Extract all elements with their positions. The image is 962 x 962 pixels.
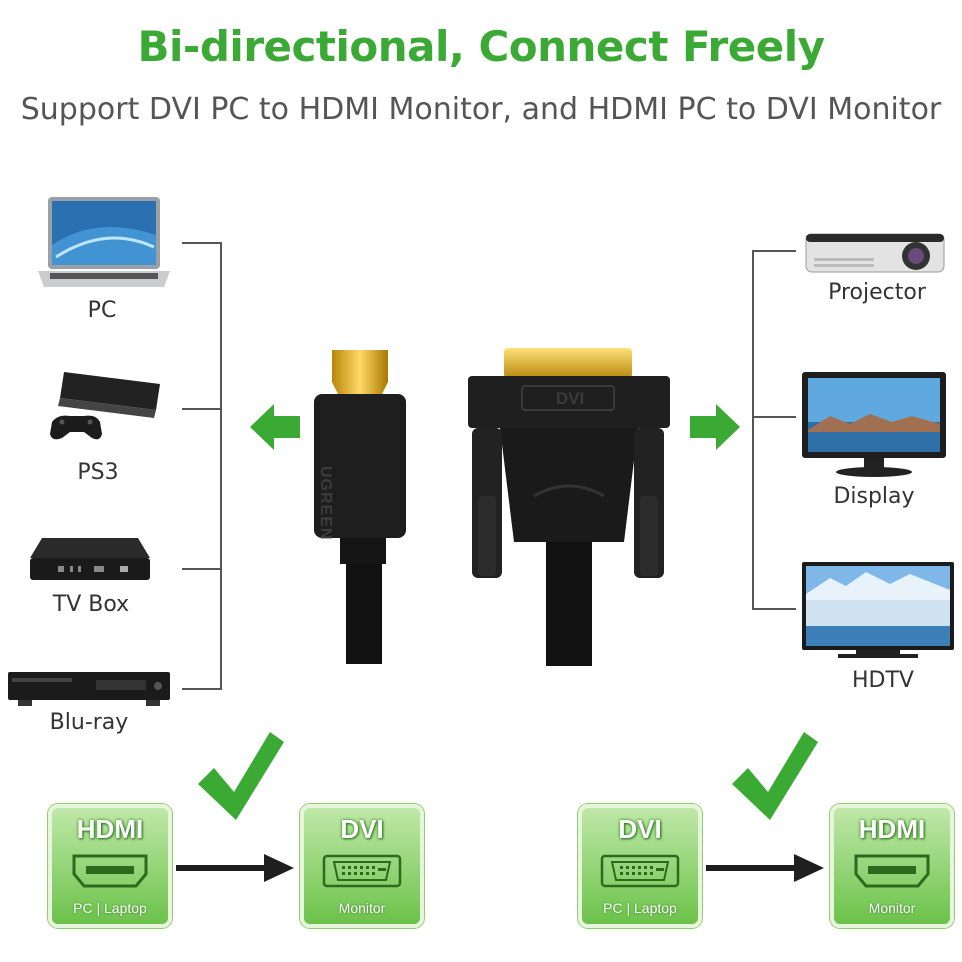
hdtv-icon xyxy=(800,560,956,660)
page-title: Bi-directional, Connect Freely xyxy=(137,22,825,71)
right-tick-hdtv xyxy=(752,608,796,610)
left-tick-pc xyxy=(182,242,222,244)
hdmi-port-icon xyxy=(70,852,150,890)
diagram2-source-sub: PC | Laptop xyxy=(603,900,677,916)
checkmark-icon xyxy=(196,730,286,822)
game-console-icon xyxy=(44,370,164,452)
source-label-tv-box: TV Box xyxy=(52,592,130,617)
display-label-projector: Projector xyxy=(828,280,926,305)
hdmi-port-icon xyxy=(852,852,932,890)
tv-box-icon xyxy=(28,536,152,586)
diagram2-target-sub: Monitor xyxy=(868,900,916,916)
dvi-connector-label: DVI xyxy=(555,389,585,408)
bluray-player-icon xyxy=(6,670,172,708)
arrow-right-icon xyxy=(706,852,826,884)
left-tick-bluray xyxy=(182,688,222,690)
page-subtitle: Support DVI PC to HDMI Monitor, and HDMI… xyxy=(20,92,942,127)
diagram1-target-sub: Monitor xyxy=(338,900,386,916)
display-label-hdtv: HDTV xyxy=(852,668,914,693)
diagram1-source-title: HDMI xyxy=(76,814,144,844)
arrow-right-icon xyxy=(176,852,296,884)
source-label-bluray: Blu-ray xyxy=(49,710,129,735)
left-bracket xyxy=(220,242,222,690)
diagram2-target-title: HDMI xyxy=(858,814,926,844)
dvi-port-icon xyxy=(600,852,680,890)
right-tick-projector xyxy=(752,250,796,252)
right-tick-display xyxy=(752,416,796,418)
hdmi-connector: UGREEN xyxy=(310,346,410,666)
arrow-right-icon xyxy=(688,400,742,454)
diagram2-target-box: HDMI Monitor xyxy=(830,804,954,928)
dvi-connector: DVI xyxy=(464,346,674,666)
source-label-ps3: PS3 xyxy=(77,460,119,485)
diagram1-target-title: DVI xyxy=(340,814,384,844)
right-bracket xyxy=(752,250,754,610)
left-tick-ps3 xyxy=(182,408,222,410)
display-label-display: Display xyxy=(833,484,915,509)
diagram1-source-box: HDMI PC | Laptop xyxy=(48,804,172,928)
projector-icon xyxy=(804,228,946,278)
monitor-icon xyxy=(800,370,948,480)
diagram1-source-sub: PC | Laptop xyxy=(73,900,147,916)
laptop-icon xyxy=(36,195,172,291)
diagram2-source-title: DVI xyxy=(618,814,662,844)
source-label-pc: PC xyxy=(87,298,117,323)
diagram2-source-box: DVI PC | Laptop xyxy=(578,804,702,928)
arrow-left-icon xyxy=(248,400,302,454)
left-tick-tvbox xyxy=(182,568,222,570)
dvi-port-icon xyxy=(322,852,402,890)
checkmark-icon xyxy=(730,730,820,822)
diagram1-target-box: DVI Monitor xyxy=(300,804,424,928)
hdmi-brand-text: UGREEN xyxy=(317,466,334,541)
